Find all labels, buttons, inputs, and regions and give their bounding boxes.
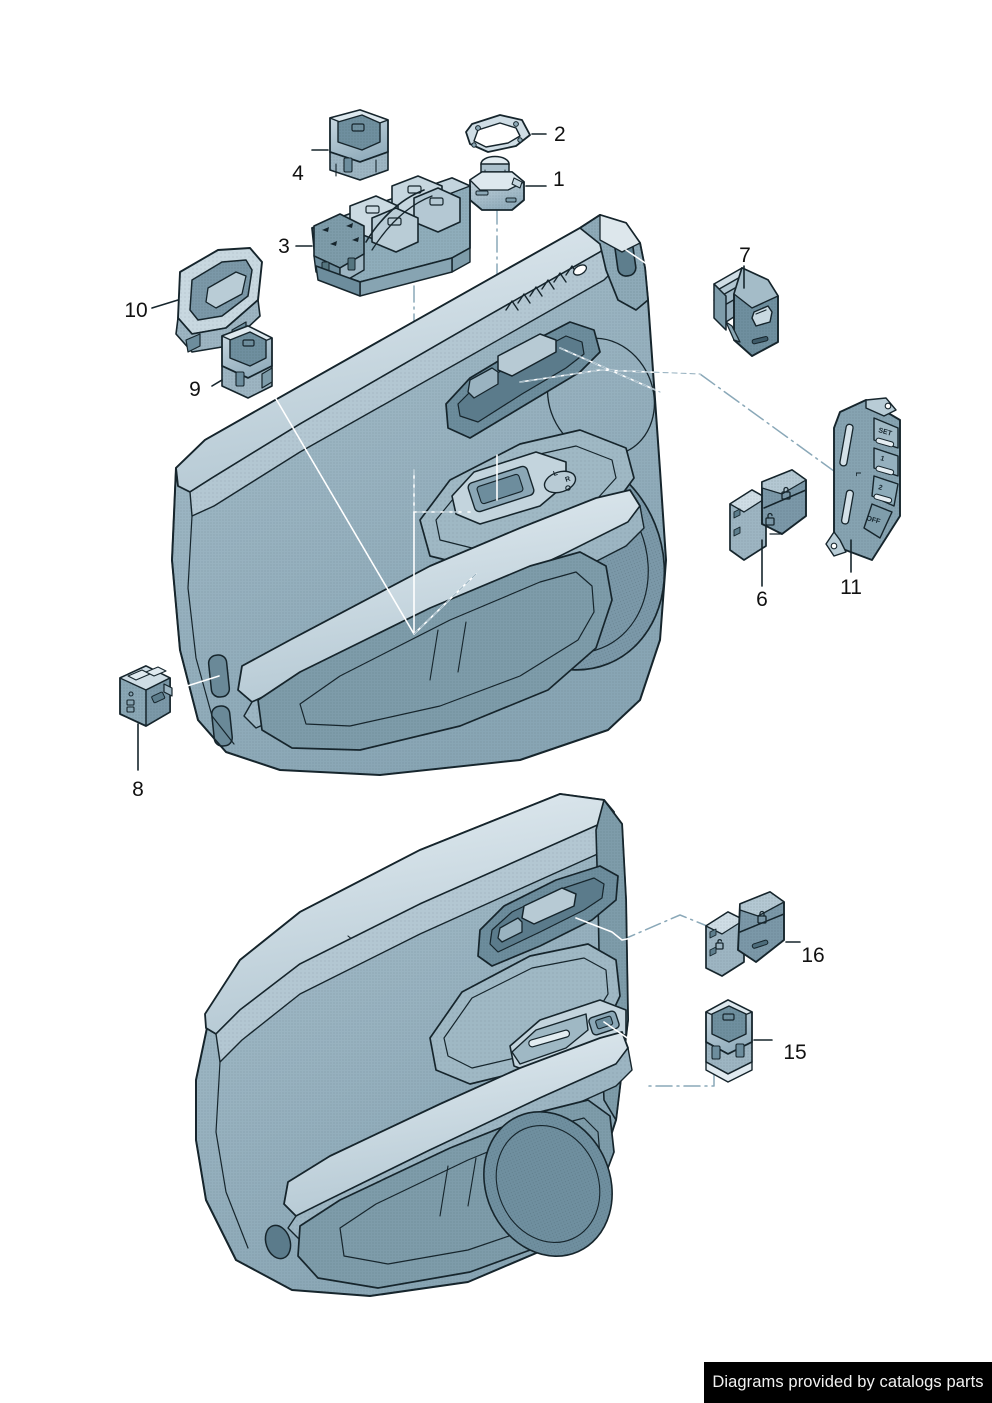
front-door-trim-panel: L R: [171, 214, 667, 776]
callout-number-15: 15: [783, 1041, 806, 1064]
memory-label-off: OFF: [865, 515, 881, 526]
memory-label-set: SET: [877, 427, 893, 438]
watermark-banner: Diagrams provided by catalogs parts: [704, 1362, 992, 1403]
callout-leader-9: [211, 379, 223, 387]
part-4-single-window-switch: [329, 109, 389, 181]
memory-label-1: 1: [879, 455, 885, 463]
callout-number-7: 7: [739, 244, 751, 267]
pointer-rear-window: [603, 1021, 661, 1045]
callout-number-1: 1: [553, 168, 565, 191]
part-1-mirror-adjust-knob: [469, 155, 525, 211]
callout-number-11: 11: [840, 576, 862, 599]
svg-text:L: L: [552, 470, 559, 478]
rear-inner-release-lever: [521, 887, 577, 925]
mirror-knob-seat: [543, 470, 577, 494]
door-reflector: [264, 1224, 292, 1260]
memory-buttons: [863, 417, 899, 539]
callout-number-8: 8: [132, 778, 144, 801]
part-10-door-handle-trim-switch: [175, 247, 263, 353]
pointer-rear-lock: [575, 917, 661, 941]
part-7-mirror-fold-switch: [713, 267, 779, 357]
callout-leader-10: [151, 299, 179, 309]
callout-numbers: 1 2 3 4 6 7 8 9 10 11 15 16: [124, 123, 862, 1064]
rear-door-trim-panel: [195, 793, 633, 1297]
inner-door-release-lever: [497, 333, 557, 377]
svg-text:R: R: [564, 476, 571, 484]
svg-text:L: L: [854, 472, 861, 477]
part-8-small-rocker-switch: [119, 665, 173, 727]
callout-number-4: 4: [292, 162, 304, 185]
part-16-rear-door-lock-switch: [705, 891, 785, 977]
watermark-text: Diagrams provided by catalogs parts: [712, 1373, 984, 1391]
callout-number-16: 16: [801, 944, 824, 967]
part-6-door-lock-switch: [729, 469, 807, 561]
callout-number-3: 3: [278, 235, 290, 258]
callout-number-2: 2: [554, 123, 566, 146]
memory-label-2: 2: [877, 484, 883, 492]
callout-number-10: 10: [124, 299, 147, 322]
window-icon: [351, 123, 365, 132]
unlock-icon: [765, 512, 775, 526]
part-3-master-window-switch-cluster: [311, 175, 471, 297]
part-2-mirror-knob-gasket: [465, 114, 531, 153]
part-9-window-switch-single: [221, 325, 273, 399]
assembly-pointer-lines-rear: [575, 917, 661, 1045]
mirror-icon: [751, 305, 773, 327]
callout-number-9: 9: [189, 378, 201, 401]
part-15-rear-window-switch: [705, 999, 753, 1083]
callout-number-6: 6: [756, 588, 768, 611]
part-11-seat-memory-switch: SET 1 2 OFF L: [825, 397, 901, 561]
unlock-icon: [715, 939, 724, 950]
